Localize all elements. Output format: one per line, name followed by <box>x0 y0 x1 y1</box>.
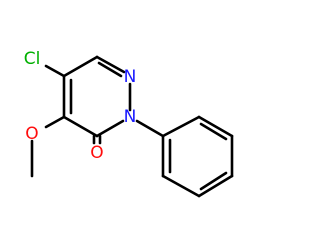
carbonyl-oxygen-label: O <box>90 143 103 163</box>
molecule-drawing: Cl N N O O <box>24 49 234 198</box>
phenyl-bond-4 <box>197 174 234 198</box>
bond-n2-phenyl <box>135 119 165 138</box>
bond-c5-c6 <box>62 55 99 78</box>
substituent-bonds <box>30 64 165 178</box>
structure-diagram: Cl N N O O <box>23 49 234 198</box>
nitrogen-label-2: N <box>124 107 137 127</box>
phenyl-inner-bond-b <box>199 171 228 191</box>
bond-n2-c3 <box>95 119 125 138</box>
nitrogen-label-1: N <box>124 67 137 87</box>
bond-c3-c4 <box>62 115 99 138</box>
chlorine-label: Cl <box>24 49 41 69</box>
bond-c4-o <box>44 115 66 129</box>
phenyl-bond-5 <box>161 174 201 198</box>
pyridazinone-ring <box>62 55 132 138</box>
bond-c5-cl <box>44 64 66 78</box>
bond-c6-n1 <box>95 55 126 74</box>
bond-c6-n1-double <box>97 61 123 78</box>
atom-labels: Cl N N O O <box>24 49 137 163</box>
phenyl-bond-1 <box>161 115 201 138</box>
phenyl-inner-bond-a <box>199 122 228 141</box>
phenyl-bond-2 <box>197 115 234 138</box>
phenyl-ring <box>161 115 234 198</box>
methoxy-oxygen-label: O <box>25 124 38 144</box>
